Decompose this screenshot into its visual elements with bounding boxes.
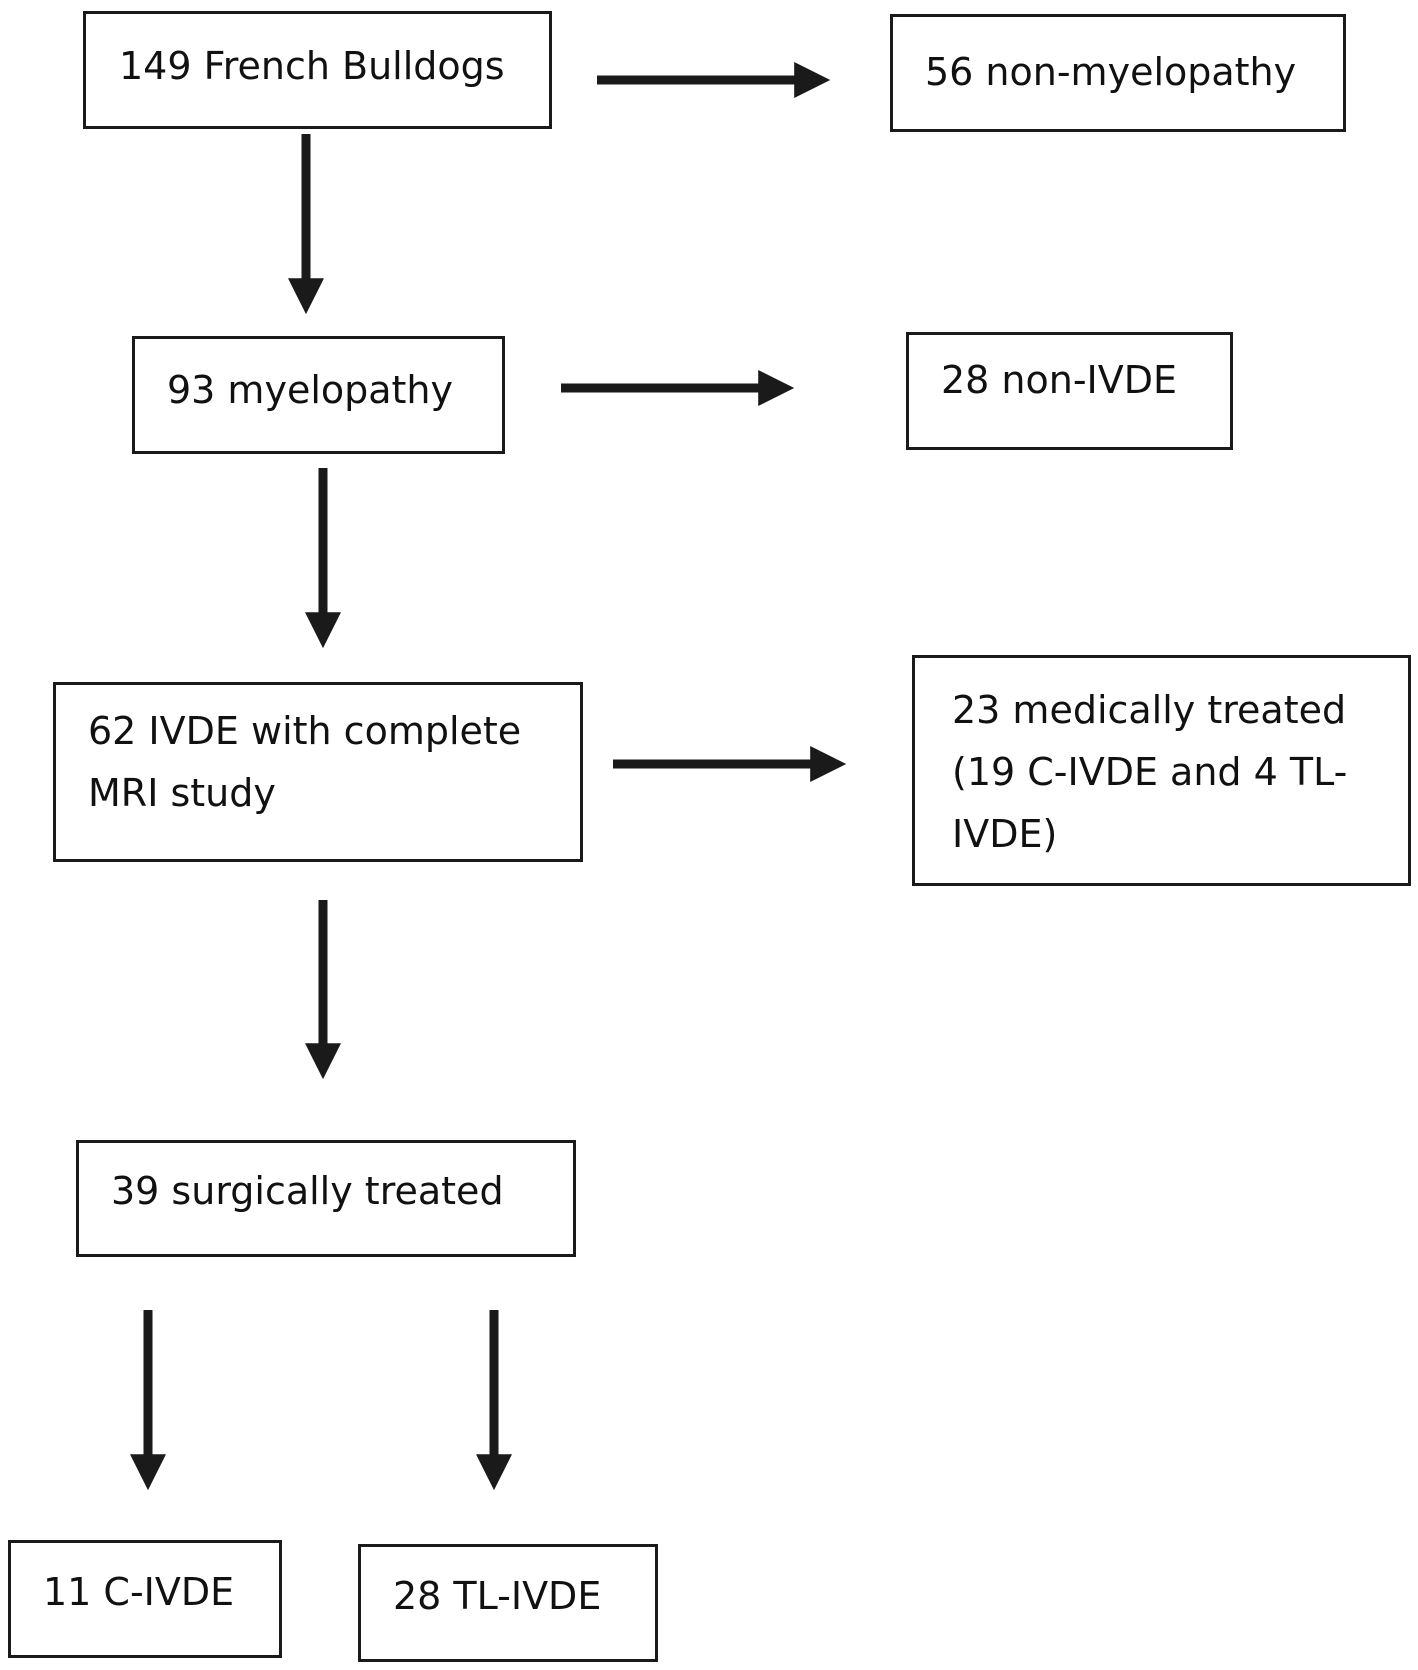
- node-tl-ivde: 28 TL-IVDE: [358, 1544, 658, 1662]
- node-french-bulldogs: 149 French Bulldogs: [83, 11, 552, 129]
- node-myelopathy: 93 myelopathy: [132, 336, 505, 454]
- node-surgically-treated: 39 surgically treated: [76, 1140, 576, 1257]
- node-c-ivde: 11 C-IVDE: [8, 1540, 282, 1658]
- node-non-myelopathy: 56 non-myelopathy: [890, 14, 1346, 132]
- node-ivde-complete-mri: 62 IVDE with complete MRI study: [53, 682, 583, 862]
- node-medically-treated: 23 medically treated (19 C-IVDE and 4 TL…: [912, 655, 1411, 886]
- node-non-ivde: 28 non-IVDE: [906, 332, 1233, 450]
